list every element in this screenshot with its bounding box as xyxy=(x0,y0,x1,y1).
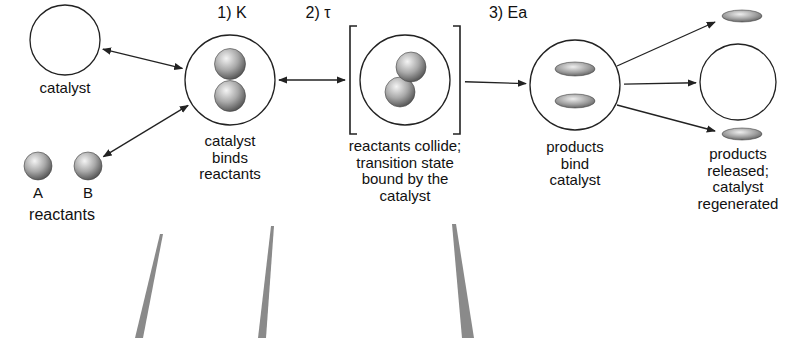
circle-outline xyxy=(29,4,101,76)
product-ellipse xyxy=(555,94,595,108)
reactant-sphere-node: B xyxy=(73,151,103,181)
circle-outline xyxy=(184,34,276,126)
reaction-arrow xyxy=(103,105,188,156)
product-ellipse xyxy=(722,10,762,22)
sphere-shape xyxy=(73,151,103,181)
reactant-sphere-node: A xyxy=(23,151,53,181)
node-label: products released; catalyst regenerated xyxy=(690,146,786,212)
catalyst-circle xyxy=(360,35,450,125)
reactant-sphere xyxy=(215,81,246,112)
reaction-arrow xyxy=(279,79,345,80)
reactant-sphere xyxy=(215,49,246,80)
catalyst-circle-node: catalyst xyxy=(29,4,101,76)
catalyst-circle-node: products bind catalyst xyxy=(529,39,621,131)
release-arrow xyxy=(617,22,715,66)
sphere xyxy=(24,152,52,180)
step-label: 2) τ xyxy=(306,4,331,22)
reaction-arrow xyxy=(624,83,696,84)
node-label: catalyst xyxy=(25,80,105,97)
circle-outline xyxy=(529,39,621,131)
step-label: 1) K xyxy=(217,4,246,22)
circle-outline xyxy=(348,24,462,136)
node-label: products bind catalyst xyxy=(537,139,613,189)
catalyst-circle-node: catalyst binds reactants xyxy=(184,34,276,126)
transition-bracket xyxy=(350,26,460,134)
product-ellipse xyxy=(555,62,595,76)
product-ellipse xyxy=(722,128,762,140)
catalyst-circle xyxy=(30,5,100,75)
sphere xyxy=(74,152,102,180)
page-shadow-wedge xyxy=(452,224,474,338)
group-label: reactants xyxy=(29,206,95,224)
circle-outline xyxy=(699,43,777,121)
node-label: reactants collide; transition state boun… xyxy=(346,138,464,204)
reaction-arrow xyxy=(103,49,182,68)
catalyst-circle xyxy=(530,40,620,130)
step-label: 3) Ea xyxy=(489,4,527,22)
node-label: A xyxy=(23,185,53,202)
sphere-shape xyxy=(23,151,53,181)
page-shadow-wedge xyxy=(258,226,274,338)
release-arrow xyxy=(617,105,715,131)
catalyst-circle-node: products released; catalyst regenerated xyxy=(699,43,777,121)
reaction-arrow xyxy=(465,82,526,84)
catalyst-circle xyxy=(185,35,275,125)
reactant-sphere xyxy=(396,52,426,82)
catalyst-circle xyxy=(700,44,776,120)
catalyst-circle-node: reactants collide; transition state boun… xyxy=(348,24,462,136)
page-shadow-wedge xyxy=(135,234,163,338)
node-label: B xyxy=(73,185,103,202)
node-label: catalyst binds reactants xyxy=(188,133,272,183)
